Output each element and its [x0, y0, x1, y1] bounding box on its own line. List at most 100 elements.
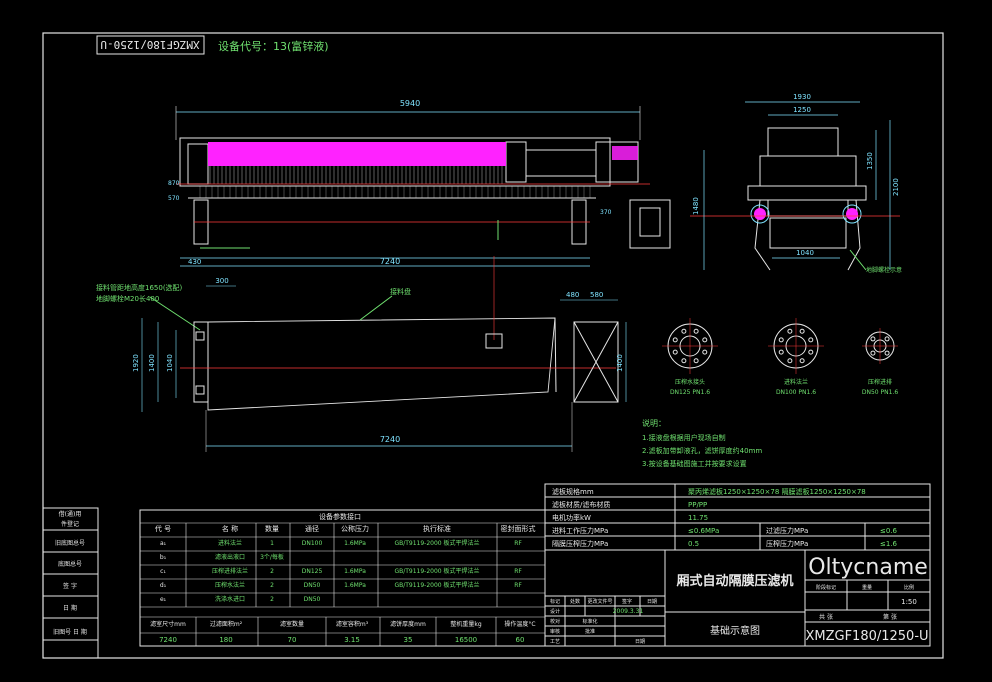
- bolt-hole: [702, 337, 708, 343]
- tb-label-1: 处数: [570, 598, 580, 605]
- bolt-hole: [787, 358, 793, 364]
- pr2c0: c₁: [160, 568, 166, 575]
- device-code: 设备代号：13(富锌液): [218, 39, 329, 53]
- tb-row-5: 批准: [585, 628, 595, 635]
- ph-3: 通径: [305, 524, 319, 533]
- sv1: 180: [219, 636, 232, 644]
- dim-small-570: 570: [168, 195, 180, 202]
- pr3c0: d₁: [160, 582, 167, 589]
- scale-value: 1:50: [901, 598, 917, 606]
- front-elevation: 5940 430 7240 870 570 370: [168, 99, 671, 267]
- st34: ≤0.6: [880, 527, 898, 535]
- bolt-hole: [799, 358, 805, 364]
- dim-plan-offset: 300: [215, 277, 228, 285]
- plan-note-2: 地脚螺栓M20长400: [96, 294, 159, 303]
- bolt-hole: [681, 328, 687, 334]
- sh0: 滤室尺寸mm: [150, 620, 186, 628]
- strip-0: 借(通)用: [59, 510, 82, 518]
- machine-name: 厢式自动隔膜压滤机: [676, 573, 793, 589]
- ph-4: 公称压力: [341, 524, 369, 533]
- pr3c6: RF: [514, 582, 522, 589]
- pr3c2: 2: [270, 582, 274, 589]
- bolt-hole: [870, 336, 876, 342]
- flange-spec-2: DN50 PN1.6: [862, 389, 898, 396]
- company-name: Oltycname: [808, 555, 928, 580]
- st32: ≤0.6MPa: [688, 527, 719, 535]
- ph-5: 执行标准: [423, 524, 451, 533]
- bolt-hole: [702, 349, 708, 355]
- strip-6: 旧图号 日 期: [53, 628, 87, 636]
- left-strip: 借(通)用 件登记 旧底图总号 底图总号 签 字 日 期 旧图号 日 期: [42, 507, 99, 659]
- code-box-text: XMZGF180/1250-U: [100, 38, 199, 51]
- sheet-current: 第 张: [883, 613, 897, 621]
- code-box: [96, 35, 205, 55]
- pr0c5: GB/T9119-2000 板式平焊法兰: [394, 539, 479, 547]
- dim-plan-h4: 1400: [616, 354, 624, 372]
- side-elevation: 1930 1250 1040 1350 2100 1480 地脚螺栓示意: [690, 93, 902, 274]
- bolt-hole: [672, 337, 678, 343]
- pr3c5: GB/T9119-2000 板式平焊法兰: [394, 581, 479, 589]
- pr4c0: e₁: [160, 596, 167, 603]
- note-1: 1.接液盘根据用户现场自制: [642, 433, 726, 442]
- dim-side-top1: 1930: [793, 93, 811, 101]
- dim-plan-h1: 1920: [132, 354, 140, 372]
- tb-sub-1: 重量: [862, 584, 872, 591]
- pr0c1: 进料法兰: [218, 539, 242, 547]
- dim-bottom-left: 430: [188, 258, 201, 266]
- flange-label-2: 压榨进排: [868, 378, 892, 386]
- dim-side-mid: 1040: [796, 249, 814, 257]
- sh5: 整机重量kg: [450, 620, 481, 628]
- pr3c4: 1.6MPa: [344, 582, 366, 589]
- pr1c2: 3个/每板: [260, 553, 284, 561]
- bolt-hole: [778, 349, 784, 355]
- dim-top-overall: 5940: [400, 99, 420, 108]
- st00: 滤板规格mm: [552, 487, 594, 496]
- pr0c4: 1.6MPa: [344, 540, 366, 547]
- strip-4: 签 字: [63, 582, 77, 590]
- dim-bottom-mid: 7240: [380, 257, 400, 266]
- flange-spec-0: DN125 PN1.6: [670, 389, 710, 396]
- strip-1: 件登记: [61, 520, 79, 528]
- dim-plan-h3: 1040: [166, 354, 174, 372]
- tb-sub-2: 比例: [904, 584, 914, 591]
- pr0c6: RF: [514, 540, 522, 547]
- drawing-border: [42, 32, 944, 659]
- sv2: 70: [288, 636, 297, 644]
- note-3: 3.按设备基础图施工并按要求设置: [642, 459, 747, 468]
- sh4: 滤饼厚度mm: [390, 620, 426, 628]
- slope-label: 接料盘: [390, 287, 411, 296]
- pr2c3: DN125: [302, 568, 323, 575]
- sv0: 7240: [159, 636, 177, 644]
- ph-0: 代 号: [155, 524, 171, 533]
- bolt-hole: [884, 336, 890, 342]
- sv4: 35: [404, 636, 413, 644]
- spec-table: 滤板规格mm 聚丙烯滤板1250×1250×78 隔膜滤板1250×1250×7…: [544, 483, 931, 551]
- tb-row-3: 工艺: [550, 639, 560, 645]
- dim-plan-total: 7240: [380, 435, 400, 444]
- bolt-hole: [672, 349, 678, 355]
- st30: 进料工作压力MPa: [552, 526, 608, 535]
- tb-row-0: 设计: [550, 608, 560, 615]
- bolt-hole: [778, 337, 784, 343]
- ph-1: 名 称: [222, 524, 238, 533]
- pr0c2: 1: [270, 540, 274, 547]
- anchor-label: 地脚螺栓示意: [866, 266, 902, 274]
- bolt-hole: [808, 349, 814, 355]
- pr1c0: b₁: [160, 554, 167, 561]
- bolt-hole: [693, 328, 699, 334]
- st02: 聚丙烯滤板1250×1250×78 隔膜滤板1250×1250×78: [688, 487, 866, 496]
- pr1c1: 滤液出液口: [215, 553, 245, 561]
- pr2c1: 压榨进排法兰: [212, 567, 248, 575]
- bolt-hole: [787, 328, 793, 334]
- tb-label-4: 日期: [647, 599, 657, 605]
- ph-2: 数量: [265, 524, 279, 533]
- bolt-hole: [884, 350, 890, 356]
- bolt-hole: [693, 358, 699, 364]
- strip-2: 旧底图总号: [55, 539, 85, 547]
- pr3c1: 压榨水法兰: [215, 581, 245, 589]
- dim-small-870: 870: [168, 180, 180, 187]
- dim-side-top2: 1250: [793, 106, 811, 114]
- st20: 电机功率kW: [552, 513, 591, 522]
- dim-plan-right-a: 480: [566, 291, 579, 299]
